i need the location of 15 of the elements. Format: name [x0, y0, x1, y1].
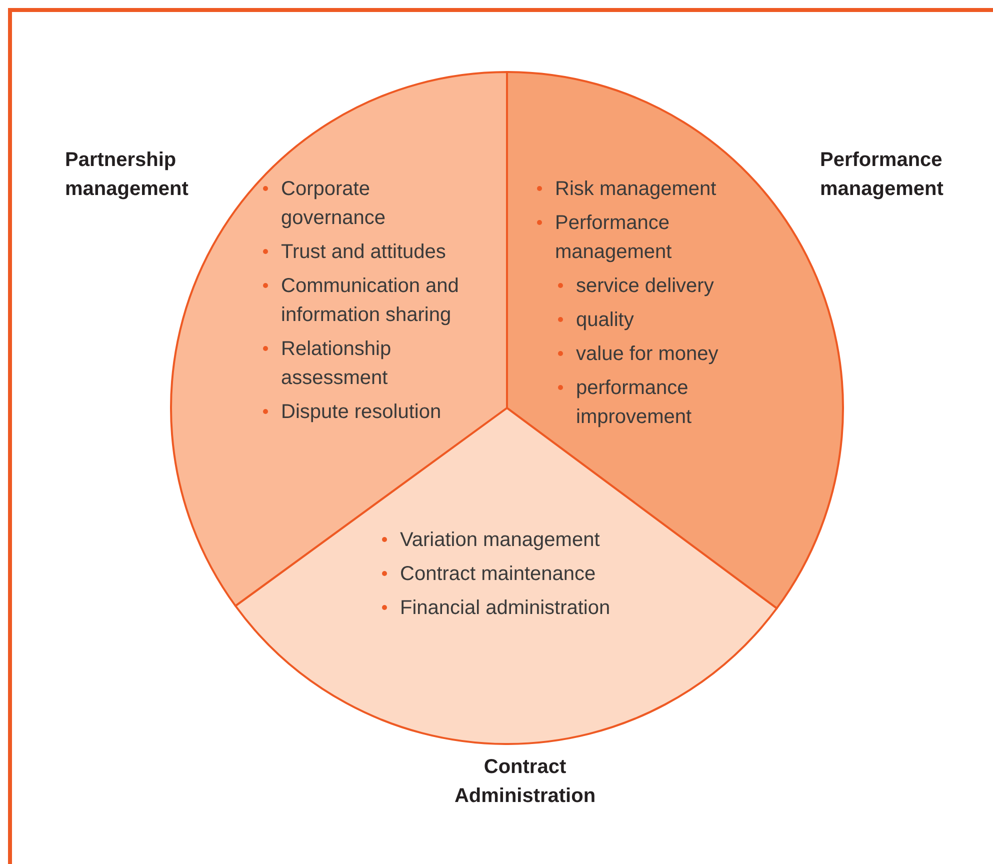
- bullet-item: performance improvement: [557, 374, 736, 432]
- sector-heading: Contract Administration: [453, 755, 597, 809]
- bullet-item: Financial administration: [381, 594, 610, 623]
- sector-heading: Performance management: [820, 148, 944, 202]
- bullet-item: Trust and attitudes: [262, 238, 446, 267]
- bullet-item: Risk management: [536, 175, 716, 204]
- bullet-item: Corporate governance: [262, 175, 411, 233]
- bullet-item: Variation management: [381, 526, 600, 555]
- bullet-item: quality: [557, 306, 634, 335]
- sector-heading: Partnership management: [65, 148, 190, 202]
- bullet-item: Contract maintenance: [381, 560, 596, 589]
- bullet-item: Relationship assessment: [262, 335, 431, 393]
- bullet-item: value for money: [557, 340, 718, 369]
- bullet-item: Dispute resolution: [262, 398, 442, 427]
- bullet-item: service delivery: [557, 272, 714, 301]
